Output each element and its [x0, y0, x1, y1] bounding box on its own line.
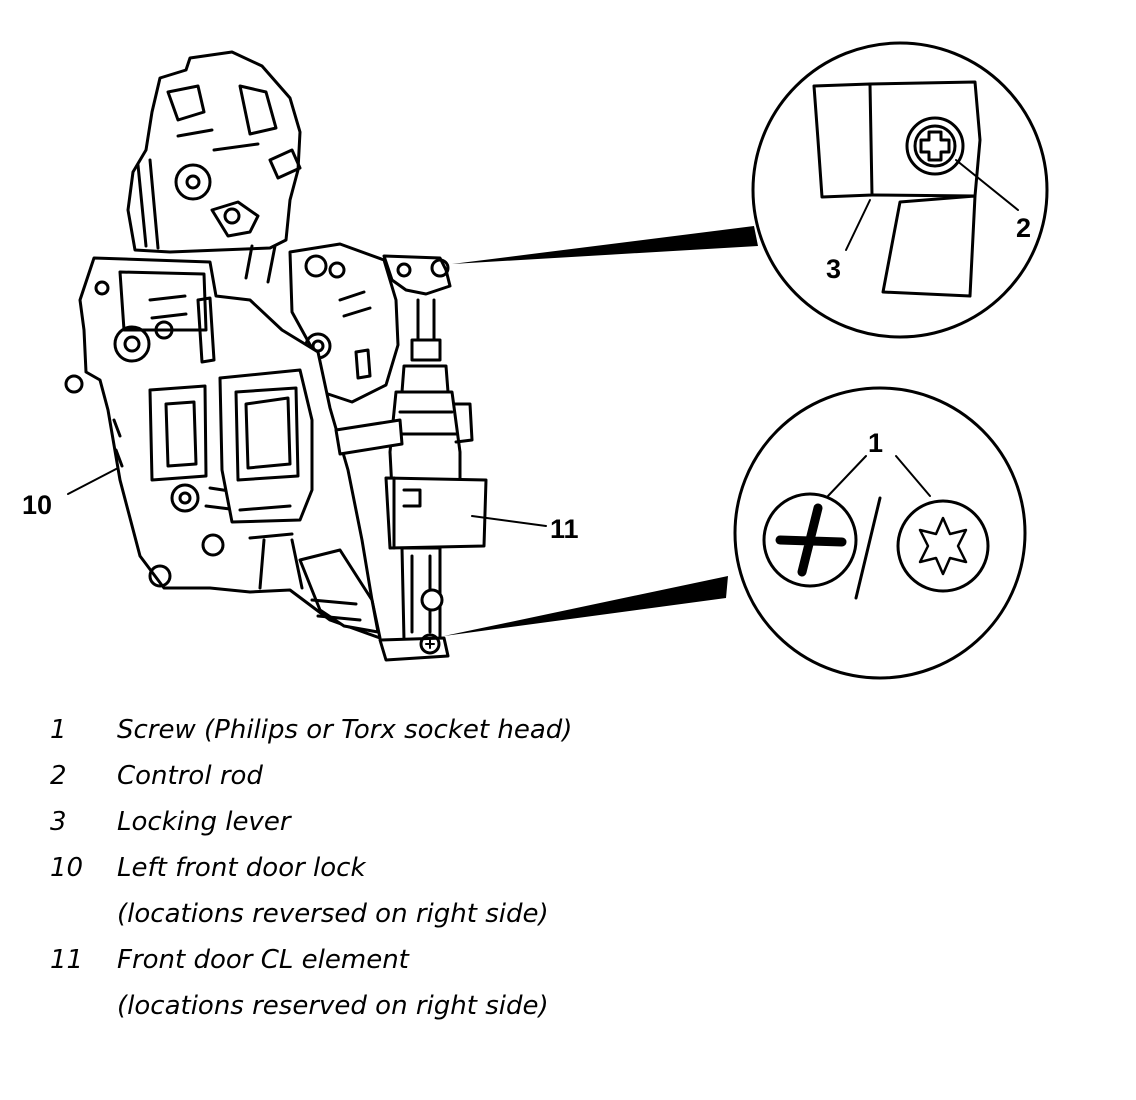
legend-row: 3 Locking lever	[50, 799, 572, 845]
callout-3: 3	[826, 254, 841, 284]
legend-row: 10 Left front door lock	[50, 845, 572, 891]
callout-10-leader	[67, 467, 119, 495]
legend-row: (locations reserved on right side)	[50, 983, 572, 1029]
legend: 1 Screw (Philips or Torx socket head) 2 …	[50, 707, 572, 1029]
callout-11: 11	[550, 514, 579, 544]
legend-label: Screw (Philips or Torx socket head)	[117, 715, 573, 745]
legend-row: 2 Control rod	[50, 753, 572, 799]
legend-number	[50, 891, 117, 937]
legend-number: 10	[50, 853, 84, 883]
legend-label: (locations reserved on right side)	[117, 991, 549, 1021]
door-lock-diagram: 10 11 2 3 1	[22, 41, 1049, 680]
legend-label: Control rod	[117, 761, 263, 791]
detail-circle-lower	[444, 386, 1027, 680]
callout-2: 2	[1016, 213, 1031, 243]
legend-number: 1	[50, 715, 67, 745]
legend-row: (locations reversed on right side)	[50, 891, 572, 937]
legend-number	[50, 983, 117, 1029]
detail-circle-upper	[452, 41, 1049, 339]
legend-number: 11	[50, 945, 84, 975]
legend-label: Left front door lock	[117, 853, 366, 883]
legend-number: 2	[50, 761, 67, 791]
cl-element	[334, 254, 488, 662]
door-lock-assembly	[64, 50, 400, 640]
legend-number: 3	[50, 807, 67, 837]
callout-1: 1	[868, 428, 883, 458]
legend-row: 1 Screw (Philips or Torx socket head)	[50, 707, 572, 753]
legend-label: (locations reversed on right side)	[117, 899, 549, 929]
legend-label: Locking lever	[117, 807, 291, 837]
callout-10: 10	[22, 490, 52, 520]
callout-11-leader	[471, 515, 547, 527]
legend-row: 11 Front door CL element	[50, 937, 572, 983]
legend-label: Front door CL element	[117, 945, 409, 975]
